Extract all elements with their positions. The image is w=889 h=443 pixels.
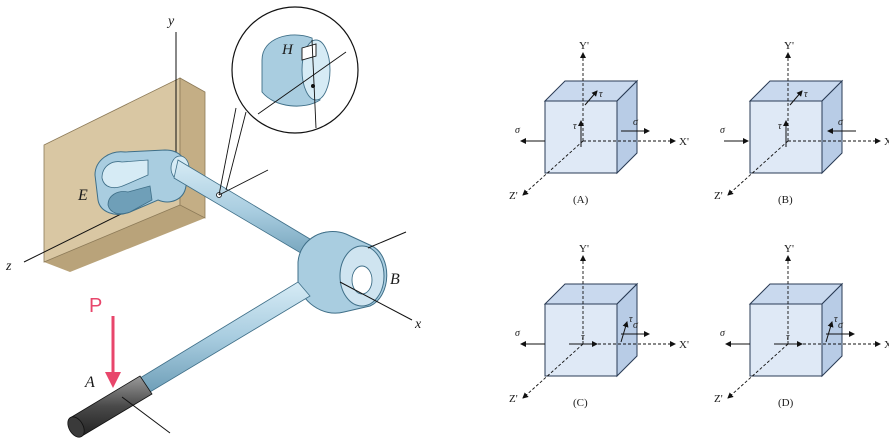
x-axis-line	[339, 281, 413, 321]
tau-side-arrow	[825, 321, 834, 343]
x-prime-label: X'	[679, 339, 689, 351]
disc-B	[297, 231, 388, 314]
y-prime-label: Y'	[579, 40, 589, 52]
label-H: H	[281, 42, 294, 58]
x-prime-label: X'	[679, 136, 689, 148]
sigma-right-label: σ	[838, 117, 844, 128]
z-prime-label: Z'	[714, 393, 723, 405]
z-prime-axis	[522, 140, 584, 196]
tau-front-label: τ	[581, 332, 585, 343]
z-prime-axis	[727, 343, 789, 399]
stress-element-B: σ σ τ τ Y' X' Z' (B)	[714, 40, 889, 206]
tau-top-label: τ	[599, 89, 603, 100]
label-x: x	[414, 317, 422, 332]
sigma-left-label: σ	[515, 328, 521, 339]
sigma-left-label: σ	[720, 328, 726, 339]
section-line	[218, 169, 269, 196]
z-prime-label: Z'	[714, 190, 723, 202]
z-prime-label: Z'	[509, 393, 518, 405]
tau-front-label: τ	[786, 332, 790, 343]
caption: (D)	[778, 397, 794, 409]
x-prime-label: X'	[884, 339, 889, 351]
label-E: E	[77, 187, 88, 204]
label-z: z	[5, 259, 12, 274]
tau-top-arrow	[789, 90, 803, 106]
z-prime-label: Z'	[509, 190, 518, 202]
cube-front-face	[749, 303, 823, 377]
stress-element-grid: σσττY'X'Z'(A)σσττY'X'Z'(B)σσττY'X'Z'(C)σ…	[509, 40, 889, 409]
sigma-right-label: σ	[633, 117, 639, 128]
z-prime-axis	[727, 140, 789, 196]
y-prime-label: Y'	[579, 243, 589, 255]
tau-front-label: τ	[778, 121, 782, 132]
label-y: y	[166, 14, 175, 29]
sigma-left-label: σ	[515, 125, 521, 136]
force-P	[105, 316, 121, 388]
B-leader-line	[367, 231, 407, 249]
sigma-right-label: σ	[633, 320, 639, 331]
z-prime-axis	[522, 343, 584, 399]
x-prime-label: X'	[884, 136, 889, 148]
tau-top-label: τ	[834, 314, 838, 325]
caption: (C)	[573, 397, 588, 409]
caption: (A)	[573, 194, 589, 206]
cube-front-face	[544, 303, 618, 377]
label-A: A	[84, 374, 95, 391]
sigma-left-label: σ	[720, 125, 726, 136]
stress-element-A: σ σ τ τ Y' X' Z' (A)	[509, 40, 689, 206]
tau-top-label: τ	[629, 314, 633, 325]
mechanism-diagram: y z x E H B A P	[5, 6, 422, 438]
tau-side-arrow	[620, 321, 629, 343]
label-B: B	[390, 271, 400, 288]
caption: (B)	[778, 194, 793, 206]
y-prime-label: Y'	[784, 40, 794, 52]
tau-top-label: τ	[804, 89, 808, 100]
tau-top-arrow	[584, 90, 598, 106]
label-P: P	[89, 295, 102, 317]
callout-bubble	[218, 6, 359, 196]
y-prime-label: Y'	[784, 243, 794, 255]
sigma-right-label: σ	[838, 320, 844, 331]
tau-front-label: τ	[573, 121, 577, 132]
rod-BA	[139, 281, 311, 393]
grip-A	[67, 375, 171, 438]
